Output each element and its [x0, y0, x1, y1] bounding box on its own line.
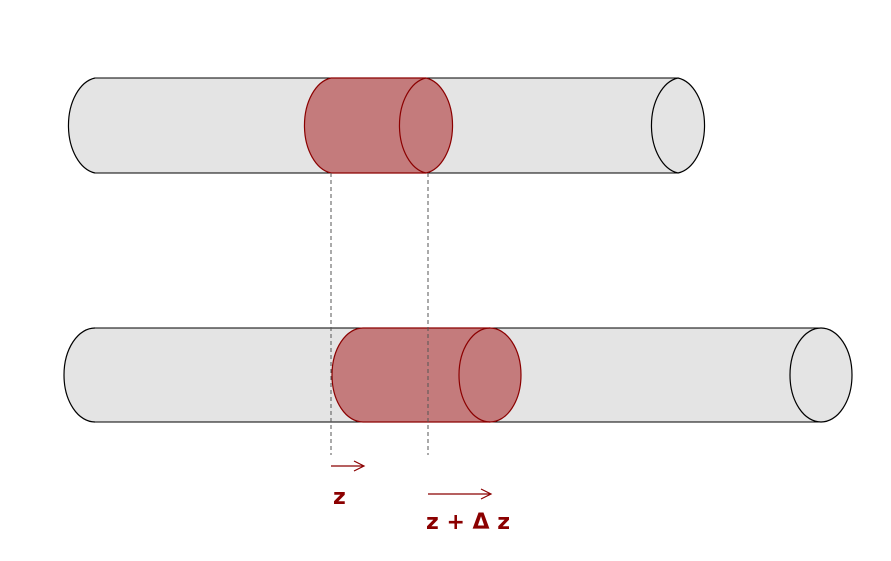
arrow-z-plus-delta — [428, 488, 493, 500]
bottom-tube-left-cap — [63, 327, 96, 423]
bottom-tube-right-cap — [789, 327, 853, 423]
top-slab-front-face — [398, 77, 427, 174]
top-slab-body — [303, 77, 454, 174]
top-slab — [303, 77, 454, 174]
label-z-plus-delta-z: z + Δ z — [426, 510, 510, 535]
bottom-slab — [331, 327, 522, 423]
top-tube-right-cap — [650, 77, 706, 174]
label-z: z — [333, 485, 346, 510]
bottom-slab-front-face — [458, 327, 491, 423]
arrow-z — [331, 460, 366, 472]
bottom-slab-body — [331, 327, 522, 423]
top-tube-left-cap — [67, 77, 96, 174]
